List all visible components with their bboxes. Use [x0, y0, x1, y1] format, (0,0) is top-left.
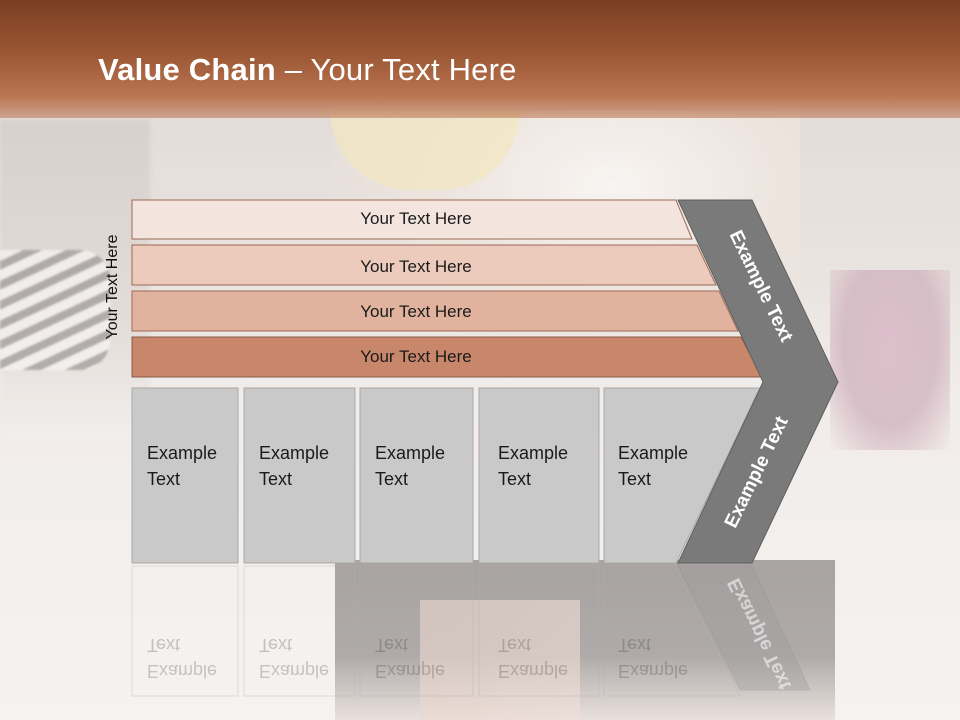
activity-box-4[interactable] [478, 387, 600, 564]
activity-box-5-label: Example Text [618, 443, 689, 489]
support-bar-3-label: Your Text Here [360, 302, 472, 321]
slide-title[interactable]: Value Chain – Your Text Here [98, 52, 517, 88]
activity-box-3[interactable] [359, 387, 474, 564]
activity-box-5[interactable] [603, 387, 761, 564]
title-banner [0, 0, 960, 118]
activity-box-2-reflection: Example Text [259, 635, 330, 681]
activity-box-1-reflection: Example Text [147, 635, 218, 681]
activity-box-1-label: Example Text [147, 443, 218, 489]
support-bar-2-label: Your Text Here [360, 257, 472, 276]
slide-title-rest: – Your Text Here [275, 52, 517, 87]
slide-title-bold: Value Chain [98, 52, 276, 87]
margin-arrow[interactable] [677, 199, 839, 564]
support-bar-3[interactable] [131, 290, 739, 332]
activity-box-3-label: Example Text [375, 443, 446, 489]
reflection [131, 565, 811, 697]
activity-box-5-reflection: Example Text [618, 635, 689, 681]
activity-box-1[interactable] [131, 387, 239, 564]
activity-box-3-reflection: Example Text [375, 635, 446, 681]
support-bar-4-label: Your Text Here [360, 347, 472, 366]
support-bar-2[interactable] [131, 244, 717, 286]
activity-box-4-label: Example Text [498, 443, 569, 489]
support-bar-1[interactable] [131, 199, 693, 240]
activity-box-2-label: Example Text [259, 443, 330, 489]
activity-box-2[interactable] [243, 387, 356, 564]
activity-box-4-reflection: Example Text [498, 635, 569, 681]
support-bar-1-label: Your Text Here [360, 209, 472, 228]
